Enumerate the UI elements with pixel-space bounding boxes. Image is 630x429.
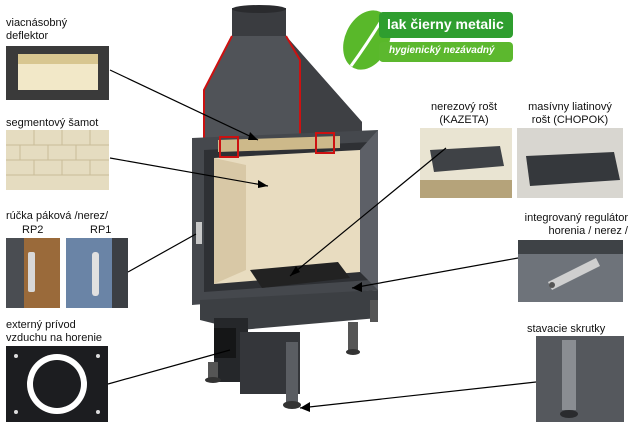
badge: lak čierny metalic hygienický nezávadný	[337, 4, 517, 74]
handle-rp1-thumbnail	[66, 238, 128, 308]
screws-label: stavacie skrutky	[527, 323, 606, 335]
callout-lines	[107, 69, 537, 409]
cast-grate-thumbnail	[517, 128, 623, 198]
door-handle	[196, 222, 202, 244]
firebox-grate	[250, 262, 350, 288]
regulator-thumbnail	[518, 240, 623, 302]
air-supply-thumbnail	[6, 346, 108, 422]
steel-grate-label: nerezový rošt(KAZETA)	[430, 101, 498, 126]
badge-line2: hygienický nezávadný	[389, 45, 495, 56]
chamotte-label: segmentový šamot	[6, 117, 99, 129]
badge-line1: lak čierny metalic	[387, 16, 504, 32]
handle-rp2-thumbnail	[6, 238, 60, 308]
chamotte-thumbnail	[6, 130, 109, 190]
screws-thumbnail	[536, 336, 624, 422]
handle-label: rúčka páková /nerez/	[6, 210, 109, 222]
handle-rp2-label: RP2	[22, 224, 44, 236]
steel-grate-thumbnail	[420, 128, 512, 198]
deflector-thumbnail	[6, 46, 109, 100]
handle-rp1-label: RP1	[90, 224, 112, 236]
leaf-logo-icon	[343, 10, 513, 70]
